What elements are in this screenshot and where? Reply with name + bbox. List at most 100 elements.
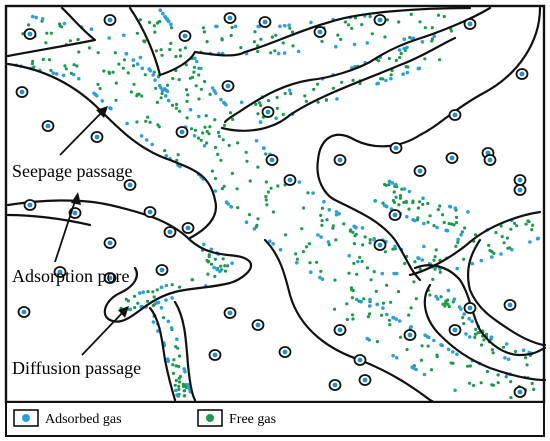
adsorbed-gas-dot bbox=[51, 71, 56, 75]
adsorbed-gas-dot bbox=[186, 383, 191, 387]
adsorbed-gas-dot bbox=[140, 66, 145, 71]
adsorbed-gas-dot bbox=[309, 270, 313, 275]
free-gas-dot bbox=[302, 206, 306, 210]
free-gas-dot bbox=[183, 46, 188, 50]
adsorbed-gas-dot bbox=[40, 17, 45, 21]
adsorption-pore bbox=[178, 30, 192, 42]
adsorption-pore bbox=[283, 174, 297, 186]
adsorbed-gas-dot bbox=[144, 138, 149, 142]
free-gas-dot bbox=[387, 56, 391, 61]
free-gas-dot bbox=[354, 232, 358, 236]
free-gas-dot bbox=[207, 255, 211, 259]
adsorbed-gas-dot bbox=[268, 239, 272, 243]
adsorption-pore bbox=[53, 266, 67, 278]
adsorption-pore bbox=[251, 319, 265, 331]
free-gas-dot bbox=[231, 117, 235, 121]
free-gas-dot bbox=[216, 130, 221, 135]
adsorption-pore bbox=[403, 329, 417, 341]
free-gas-dot bbox=[203, 125, 207, 129]
free-gas-dot bbox=[525, 363, 529, 367]
adsorption-pore bbox=[223, 12, 237, 24]
free-gas-dot bbox=[176, 153, 180, 157]
free-gas-dot bbox=[264, 152, 268, 156]
free-gas-dot bbox=[143, 39, 147, 43]
adsorbed-gas-dot bbox=[402, 187, 407, 191]
free-gas-dot bbox=[136, 301, 140, 305]
free-gas-dot bbox=[140, 94, 144, 98]
adsorbed-gas-dot bbox=[159, 306, 164, 310]
adsorbed-gas-dot bbox=[229, 204, 233, 209]
adsorbed-gas-dot bbox=[210, 86, 215, 90]
free-gas-dot bbox=[174, 378, 178, 383]
free-gas-dot bbox=[213, 176, 218, 181]
adsorbed-gas-dot bbox=[164, 298, 168, 302]
legend-adsorbed-label: Adsorbed gas bbox=[45, 412, 122, 427]
free-gas-dot bbox=[165, 83, 170, 87]
free-gas-dot bbox=[398, 196, 402, 200]
free-gas-dot bbox=[230, 25, 234, 30]
free-gas-dot bbox=[339, 37, 343, 42]
adsorbed-gas-dot bbox=[95, 94, 99, 98]
free-gas-dot bbox=[374, 289, 378, 293]
adsorbed-gas-dot bbox=[54, 72, 59, 76]
adsorbed-gas-dot bbox=[420, 40, 425, 44]
free-gas-dot bbox=[347, 23, 351, 27]
free-gas-dot bbox=[383, 35, 387, 39]
free-gas-dot bbox=[264, 198, 268, 202]
free-gas-dot bbox=[114, 81, 118, 85]
free-gas-dot bbox=[178, 374, 183, 379]
free-gas-dot bbox=[399, 51, 403, 56]
free-gas-dots bbox=[21, 12, 536, 400]
adsorbed-gas-dot bbox=[365, 41, 370, 45]
adsorbed-gas-dot bbox=[183, 370, 187, 374]
free-gas-dot bbox=[398, 55, 402, 60]
free-gas-dot bbox=[117, 62, 121, 66]
free-gas-dot bbox=[426, 220, 430, 224]
free-gas-dot bbox=[244, 150, 248, 154]
free-gas-dot bbox=[228, 111, 233, 115]
free-gas-dot bbox=[98, 86, 102, 91]
free-gas-dot bbox=[175, 102, 179, 106]
free-gas-dot bbox=[217, 134, 221, 138]
free-gas-dot bbox=[304, 99, 308, 103]
free-gas-dot bbox=[320, 223, 324, 227]
free-gas-dot bbox=[474, 233, 478, 237]
free-gas-dot bbox=[138, 18, 142, 22]
free-gas-dot bbox=[383, 250, 387, 254]
adsorbed-gas-dot bbox=[503, 356, 507, 360]
adsorbed-gas-dot bbox=[258, 120, 263, 124]
adsorbed-gas-dot bbox=[62, 21, 67, 26]
adsorbed-gas-dot bbox=[327, 208, 332, 212]
free-gas-dot bbox=[334, 238, 338, 242]
free-gas-dot bbox=[381, 301, 386, 305]
free-gas-dot bbox=[213, 274, 217, 278]
free-gas-dot bbox=[416, 206, 420, 210]
free-gas-dot bbox=[283, 91, 287, 96]
free-gas-dot bbox=[178, 48, 182, 52]
adsorbed-gas-dot bbox=[254, 139, 259, 143]
adsorbed-gas-dot bbox=[393, 244, 397, 249]
free-gas-dot bbox=[177, 109, 182, 113]
free-gas-dot bbox=[473, 332, 477, 336]
free-gas-dot bbox=[270, 35, 274, 39]
adsorbed-gas-dot bbox=[213, 189, 218, 193]
free-gas-dot bbox=[177, 285, 182, 289]
adsorbed-gas-dot bbox=[420, 258, 425, 262]
adsorbed-gas-dot bbox=[448, 204, 452, 209]
free-gas-dot bbox=[336, 33, 340, 37]
free-gas-dot bbox=[436, 208, 440, 212]
free-gas-dot bbox=[197, 73, 201, 77]
free-gas-dot bbox=[176, 346, 180, 350]
free-gas-dot bbox=[485, 369, 490, 374]
free-gas-dot bbox=[248, 179, 252, 183]
adsorption-pore bbox=[328, 379, 342, 391]
adsorbed-gas-dot bbox=[453, 388, 457, 393]
free-gas-dot bbox=[394, 58, 398, 63]
adsorbed-gas-dot bbox=[89, 27, 94, 32]
free-gas-dot bbox=[177, 384, 181, 388]
adsorbed-gas-dot bbox=[34, 15, 38, 20]
free-gas-dot bbox=[415, 218, 419, 222]
free-gas-dot bbox=[479, 381, 483, 385]
adsorption-pore bbox=[15, 86, 29, 98]
free-gas-dot bbox=[451, 300, 455, 304]
